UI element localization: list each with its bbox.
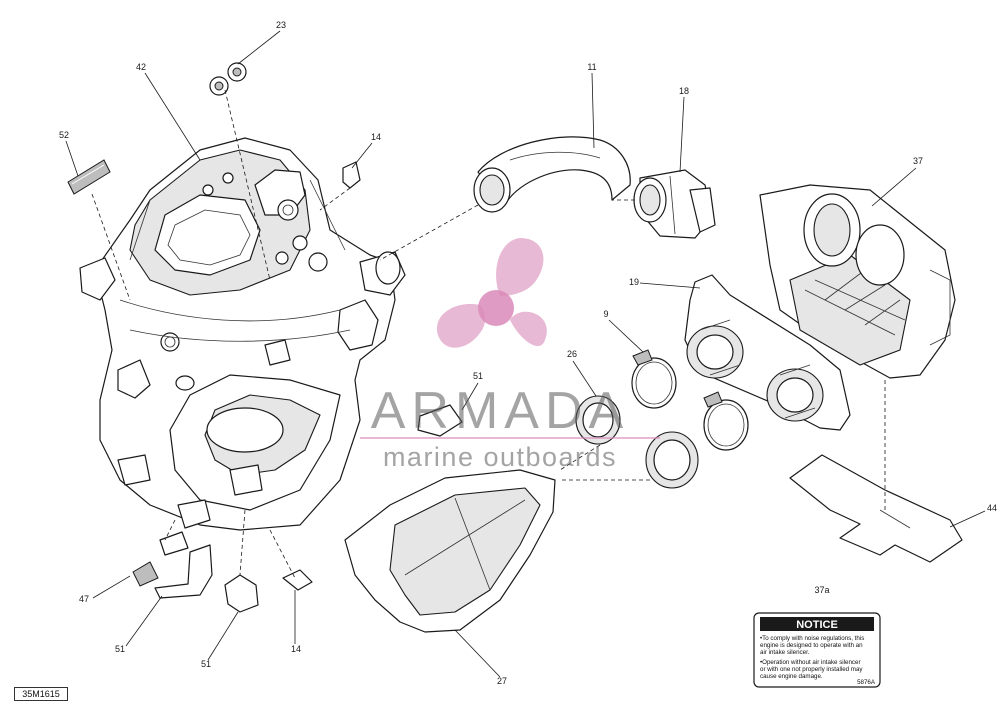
callout-51-lower: 51 <box>201 659 211 669</box>
watermark-tagline: marine outboards <box>383 442 617 472</box>
callout-14-lower: 14 <box>291 644 301 654</box>
notice-line-1: •To comply with noise regulations, this <box>760 635 864 642</box>
warning-decal <box>67 159 111 195</box>
callout-27: 27 <box>497 676 507 686</box>
retaining-clip-upper <box>342 161 361 189</box>
callout-9: 9 <box>603 309 608 319</box>
diagram-reference-code: 35M1615 <box>14 687 68 701</box>
air-intake-housing <box>79 137 406 531</box>
throttle-body-adaptor <box>633 169 716 239</box>
callout-19: 19 <box>629 277 639 287</box>
watermark-propeller-logo <box>437 238 547 348</box>
callout-37a: 37a <box>814 585 829 595</box>
notice-line-4: •Operation without air intake silencer <box>760 659 861 666</box>
leader-lines <box>65 30 986 678</box>
silencer-base-plate <box>684 274 851 431</box>
callout-18: 18 <box>679 86 689 96</box>
callout-51-upper: 51 <box>473 371 483 381</box>
callout-23: 23 <box>276 20 286 30</box>
notice-header: NOTICE <box>796 619 838 631</box>
air-silencer-cover <box>759 184 956 379</box>
notice-line-6: cause engine damage. <box>760 673 823 680</box>
lower-small-parts <box>132 404 463 613</box>
callout-52: 52 <box>59 130 69 140</box>
notice-decal: NOTICE •To comply with noise regulations… <box>753 612 881 688</box>
callout-26: 26 <box>567 349 577 359</box>
callout-labels: 23 42 14 52 11 18 37 19 9 26 51 44 47 51… <box>59 20 997 686</box>
bushings <box>209 62 247 96</box>
notice-line-3: air intake silencer. <box>760 649 810 656</box>
callout-47: 47 <box>79 594 89 604</box>
callout-37: 37 <box>913 156 923 166</box>
notice-line-2: engine is designed to operate with an <box>760 642 863 649</box>
notice-code: 5876A <box>857 679 876 686</box>
callout-11: 11 <box>587 62 596 72</box>
watermark-brand: ARMADA <box>371 382 629 440</box>
watermark: ARMADA marine outboards <box>360 382 660 472</box>
support-plate <box>789 454 963 563</box>
callout-51-left: 51 <box>115 644 125 654</box>
rubber-couplers <box>575 395 699 489</box>
intake-tube-elbow <box>473 136 631 213</box>
callout-44: 44 <box>987 503 997 513</box>
callout-42: 42 <box>136 62 146 72</box>
hose-clamps <box>631 349 749 451</box>
callout-14-upper: 14 <box>371 132 381 142</box>
notice-line-5: or with one not properly installed may <box>760 666 863 673</box>
air-intake-funnel <box>344 469 556 633</box>
